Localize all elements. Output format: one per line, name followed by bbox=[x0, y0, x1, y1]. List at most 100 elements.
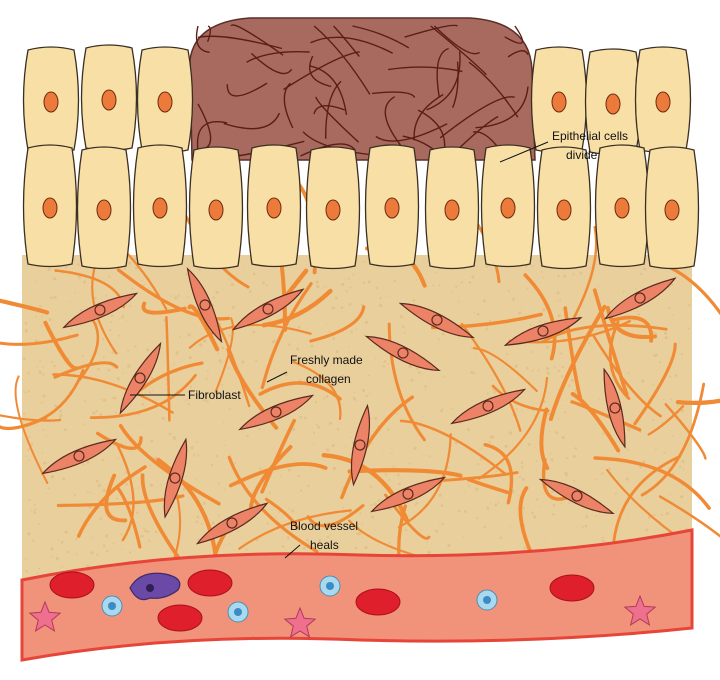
texture-dot bbox=[328, 421, 333, 425]
texture-dot bbox=[353, 398, 357, 401]
texture-dot bbox=[521, 410, 523, 412]
texture-dot bbox=[35, 280, 37, 282]
fibroblast-nucleus bbox=[73, 450, 85, 462]
epithelial-nucleus bbox=[266, 197, 282, 219]
epithelial-cell bbox=[594, 144, 650, 268]
texture-dot bbox=[408, 462, 411, 465]
texture-dot bbox=[435, 529, 439, 533]
epithelial-nucleus bbox=[42, 197, 58, 219]
texture-dot bbox=[348, 303, 352, 306]
texture-dot bbox=[474, 357, 476, 359]
collagen-fiber bbox=[523, 273, 557, 361]
epithelial-nucleus bbox=[556, 199, 572, 221]
fibroblast-cell bbox=[238, 394, 315, 431]
texture-dot bbox=[118, 334, 121, 337]
texture-dot bbox=[548, 430, 551, 432]
texture-dot bbox=[379, 296, 382, 300]
texture-dot bbox=[27, 390, 31, 393]
texture-dot bbox=[687, 327, 690, 330]
platelet bbox=[623, 594, 657, 626]
collagen-fiber bbox=[675, 398, 720, 406]
fibroblast-nucleus bbox=[169, 472, 181, 484]
texture-dot bbox=[97, 483, 102, 488]
texture-dot bbox=[86, 460, 90, 464]
texture-dot bbox=[669, 375, 672, 378]
texture-dot bbox=[102, 398, 107, 402]
collagen-fiber bbox=[397, 433, 452, 529]
texture-dot bbox=[212, 296, 216, 299]
texture-dot bbox=[371, 442, 373, 445]
texture-dot bbox=[521, 477, 525, 482]
texture-dot bbox=[435, 271, 437, 274]
fibroblast-cell bbox=[370, 476, 447, 513]
texture-dot bbox=[565, 456, 569, 460]
fibroblast-cell bbox=[62, 292, 139, 329]
collagen-fiber bbox=[548, 304, 607, 421]
texture-dot bbox=[199, 343, 203, 347]
texture-dot bbox=[77, 263, 80, 266]
texture-dot bbox=[51, 360, 54, 364]
texture-dot bbox=[597, 285, 600, 287]
texture-dot bbox=[393, 279, 397, 283]
texture-dot bbox=[112, 366, 115, 369]
texture-dot bbox=[268, 491, 272, 494]
texture-dot bbox=[102, 356, 105, 359]
texture-dot bbox=[644, 470, 646, 472]
texture-dot bbox=[59, 416, 62, 419]
texture-dot bbox=[88, 491, 91, 494]
texture-dot bbox=[373, 502, 377, 506]
texture-dot bbox=[579, 271, 583, 275]
epithelial-nucleus bbox=[664, 199, 680, 221]
collagen-fiber bbox=[593, 456, 711, 510]
texture-dot bbox=[518, 311, 522, 315]
texture-dot bbox=[509, 525, 512, 528]
texture-dot bbox=[403, 331, 406, 334]
red-blood-cell bbox=[49, 571, 95, 599]
texture-dot bbox=[601, 539, 605, 543]
texture-dot bbox=[24, 321, 28, 325]
texture-dot bbox=[312, 431, 315, 435]
texture-dot bbox=[310, 344, 314, 348]
texture-dot bbox=[297, 356, 301, 360]
texture-dot bbox=[124, 304, 127, 307]
texture-dot bbox=[626, 513, 629, 515]
collagen-fiber bbox=[647, 405, 685, 436]
texture-dot bbox=[636, 310, 638, 313]
texture-dot bbox=[116, 497, 119, 500]
texture-dot bbox=[494, 503, 498, 507]
texture-dot bbox=[143, 527, 146, 530]
texture-dot bbox=[50, 475, 55, 479]
texture-dot bbox=[470, 347, 473, 349]
texture-dot bbox=[61, 565, 63, 568]
texture-dot bbox=[600, 472, 604, 475]
texture-dot bbox=[495, 470, 498, 473]
epithelial-nucleus bbox=[444, 199, 460, 221]
texture-dot bbox=[45, 492, 47, 495]
texture-dot bbox=[387, 428, 390, 431]
texture-dot bbox=[169, 295, 172, 297]
fibrin-strand bbox=[436, 47, 449, 98]
texture-dot bbox=[562, 404, 564, 406]
texture-dot bbox=[553, 366, 556, 369]
texture-dot bbox=[196, 515, 200, 519]
texture-dot bbox=[437, 338, 440, 341]
texture-dot bbox=[36, 572, 39, 575]
texture-dot bbox=[175, 353, 178, 356]
texture-dot bbox=[667, 306, 671, 310]
texture-dot bbox=[485, 265, 488, 268]
texture-dot bbox=[506, 359, 508, 362]
texture-dot bbox=[552, 503, 556, 507]
texture-dot bbox=[681, 459, 685, 463]
texture-dot bbox=[88, 505, 92, 509]
texture-dot bbox=[413, 446, 417, 450]
texture-dot bbox=[474, 311, 476, 313]
texture-dot bbox=[325, 395, 329, 398]
white-blood-cell-nucleus bbox=[108, 602, 116, 610]
texture-dot bbox=[542, 308, 546, 312]
texture-dot bbox=[388, 295, 391, 297]
epithelial-cell bbox=[246, 144, 302, 268]
texture-dot bbox=[440, 409, 443, 413]
texture-dot bbox=[127, 349, 130, 352]
texture-dot bbox=[229, 454, 231, 456]
texture-dot bbox=[672, 314, 674, 316]
